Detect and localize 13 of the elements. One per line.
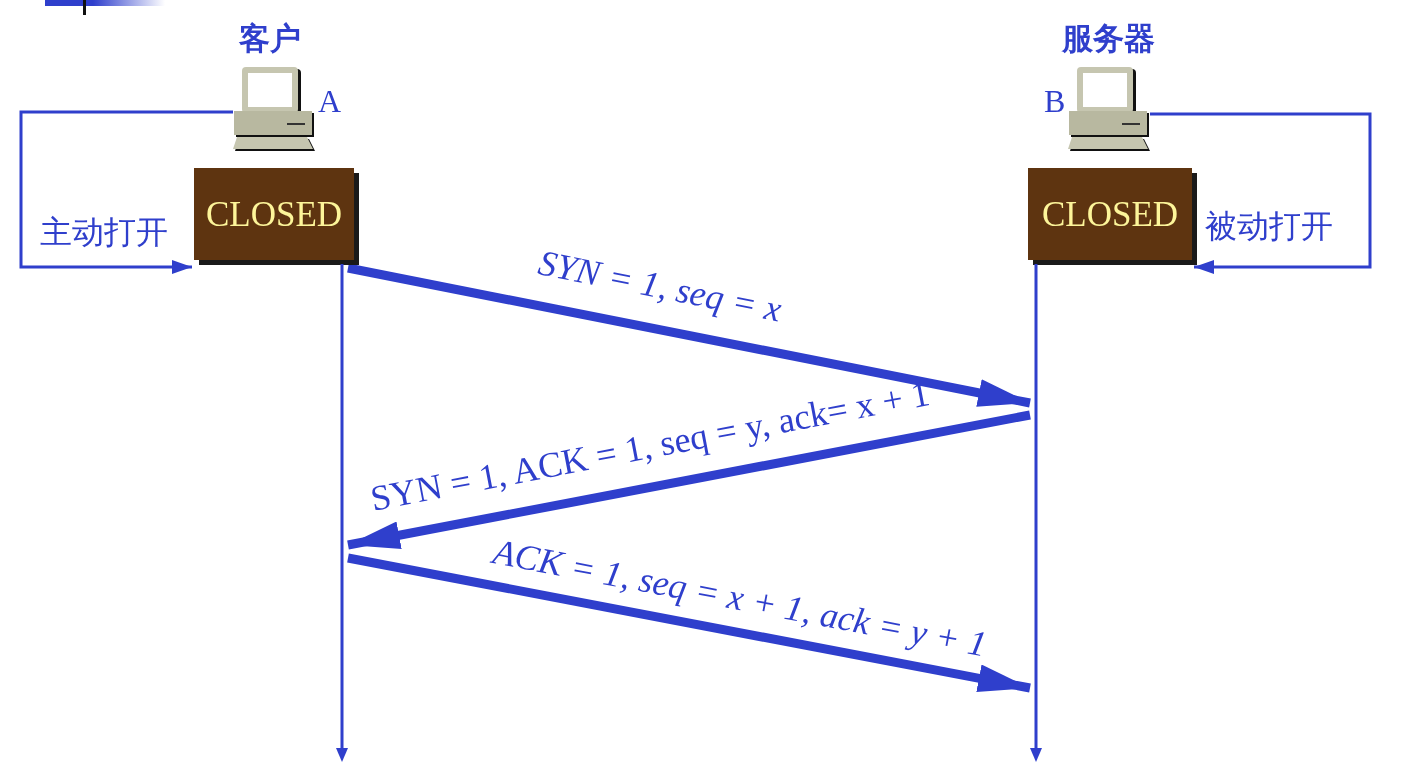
computer-caption: 服务器	[1060, 23, 1156, 54]
arrow	[19, 110, 233, 274]
computer-caption: 客户	[238, 23, 302, 54]
arrow	[1150, 112, 1372, 274]
host-letter: A	[318, 85, 342, 117]
edge-label: SYN = 1, seq = x	[535, 244, 785, 328]
arrow	[347, 553, 1031, 693]
arrow	[347, 263, 1031, 408]
edge-label: ACK = 1, seq = x + 1, ack = y + 1	[490, 533, 990, 663]
arrow	[347, 410, 1031, 550]
edge-label: 主动打开	[40, 216, 168, 248]
host-letter: B	[1044, 85, 1066, 117]
edge-label: 被动打开	[1205, 210, 1333, 242]
